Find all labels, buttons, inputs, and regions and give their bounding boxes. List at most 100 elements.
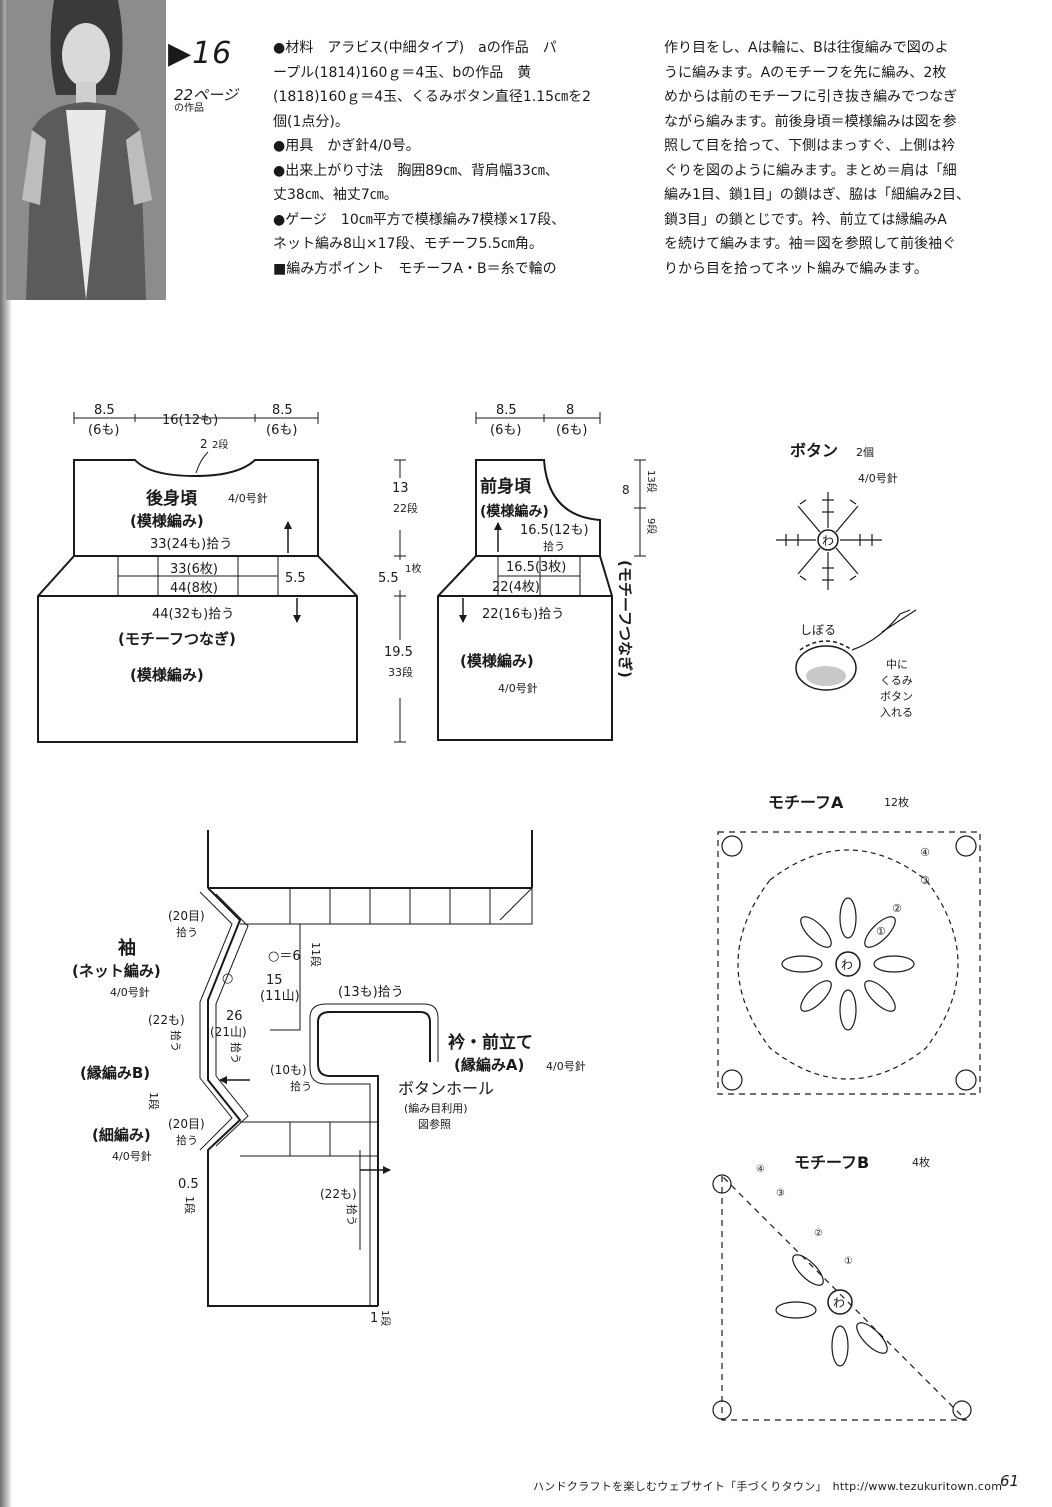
text-line: ●出来上がり寸法 胸囲89㎝、背肩幅33㎝、: [273, 162, 559, 179]
label: ○: [222, 971, 233, 986]
text-line: ●材料 アラビス(中細タイプ) aの作品 パ: [273, 40, 557, 56]
label: モチーフA: [768, 793, 844, 812]
label: 4/0号針: [110, 985, 150, 999]
model-photo-drawing: [6, 0, 166, 300]
label: 12枚: [884, 795, 909, 809]
label: わ: [822, 534, 834, 548]
label: 16(12も): [162, 413, 218, 428]
label: 15: [266, 973, 283, 988]
label: ④: [756, 1164, 765, 1175]
label: 33(6枚): [170, 562, 218, 577]
label: ボタン: [790, 441, 838, 460]
magic-ring-icon: [817, 529, 839, 551]
label: (細編み): [92, 1126, 151, 1144]
label: (編み目利用): [404, 1101, 468, 1115]
label: 後身頃: [146, 488, 198, 509]
label: (模様編み): [130, 512, 204, 530]
label: (モチーフつなぎ): [118, 630, 236, 648]
motif-b-petals: [712, 1174, 972, 1420]
label: 拾う: [229, 1042, 243, 1064]
label: 33(24も)拾う: [150, 537, 232, 552]
label: 中に: [886, 658, 908, 671]
button-diagram: ボタン 2個 4/0号針 わ しぼる 中に くるみ ボタン 入れる: [776, 441, 917, 719]
label: 4枚: [912, 1155, 930, 1169]
motif-a-diagram: モチーフA 12枚 わ ① ② ③ ④: [717, 793, 981, 1095]
text-line: りから目を拾ってネット編みで編みます。: [664, 260, 928, 277]
label: 26: [226, 1009, 243, 1024]
label: 8.5: [272, 403, 293, 418]
label: (13も)拾う: [338, 985, 404, 1000]
text-line: 編み1目、鎖1目」の鎖はぎ、脇は「細編み2目、: [664, 187, 971, 203]
label: 44(8枚): [170, 581, 218, 596]
vertical-dimensions: 13 22段 5.5 1枚 19.5 33段: [376, 459, 421, 743]
label: 4/0号針: [498, 681, 538, 695]
instructions-column-1: ●材料 アラビス(中細タイプ) aの作品 パ ープル(1814)160ｇ＝4玉、…: [273, 36, 641, 281]
label: 衿・前立て: [448, 1032, 533, 1053]
label: (縁編みB): [80, 1064, 150, 1082]
back-body-labels: 8.5 (6も) 16(12も) 8.5 (6も) 2 2段 後身頃 4/0号針…: [88, 403, 306, 684]
label: 4/0号針: [228, 491, 268, 505]
page-reference: 22ページ の作品: [174, 88, 238, 116]
label: しぼる: [800, 623, 836, 637]
label: モチーフB: [794, 1153, 869, 1172]
label: 22段: [393, 501, 418, 515]
page-reference-sub: の作品: [174, 103, 204, 114]
label: 1: [370, 1311, 378, 1326]
label: 4/0号針: [546, 1059, 586, 1073]
label: 1枚: [405, 562, 421, 575]
label: 16.5(3枚): [506, 560, 566, 575]
label: (模様編み): [480, 503, 549, 520]
motif-a-petals: [721, 835, 977, 1091]
text-line: 鎖3目」の鎖とじです。衿、前立ては縁編みA: [664, 211, 947, 228]
label: 8: [622, 483, 630, 497]
label: (11山): [260, 989, 300, 1004]
label: (6も): [490, 423, 521, 438]
label: 9段: [645, 518, 658, 534]
label: くるみ: [880, 674, 913, 687]
label: 拾う: [176, 1133, 198, 1147]
label: 8.5: [94, 403, 115, 418]
label: (6も): [266, 423, 297, 438]
text-line: ながら編みます。前後身頃＝模様編みは図を参: [664, 113, 957, 130]
text-line: めからは前のモチーフに引き抜き編みでつなぎ: [664, 89, 958, 105]
text-line: ープル(1814)160ｇ＝4玉、bの作品 黄: [273, 64, 532, 81]
label: 13段: [645, 470, 658, 493]
label: ③: [776, 1188, 785, 1199]
label: 1段: [183, 1196, 197, 1214]
collar-band-outline: [317, 1011, 431, 1306]
label: ①: [876, 925, 886, 938]
text-line: ネット編み8山×17段、モチーフ5.5㎝角。: [273, 236, 543, 252]
label: (22も): [320, 1187, 357, 1201]
label: (モチーフつなぎ): [616, 560, 634, 678]
text-line: 作り目をし、Aは輪に、Bは往復編みで図のよ: [664, 40, 949, 56]
label: (縁編みA): [454, 1056, 524, 1074]
label: 19.5: [384, 645, 413, 660]
label: 4/0号針: [112, 1149, 152, 1163]
label: (20目): [168, 1117, 205, 1131]
footer-text: ハンドクラフトを楽しむウェブサイト「手づくりタウン」 http://www.te…: [533, 1480, 1003, 1493]
label: 拾う: [176, 925, 198, 939]
label: 22(4枚): [492, 580, 540, 595]
motif-a-border: [717, 831, 981, 1095]
label: 33段: [388, 665, 413, 679]
label: わ: [833, 1296, 845, 1310]
back-body-outline: [37, 459, 358, 743]
label: ○＝6: [268, 949, 301, 964]
label: 拾う: [169, 1030, 183, 1052]
label: (10も): [270, 1063, 307, 1077]
button-stitch-symbols: [776, 492, 882, 590]
label: (20目): [168, 909, 205, 923]
label: 22(16も)拾う: [482, 607, 564, 622]
label: 拾う: [345, 1204, 359, 1226]
text-line: ぐりを図のように編みます。まとめ＝肩は「細: [664, 162, 957, 179]
text-line: ■編み方ポイント モチーフA・B＝糸で輪の: [273, 260, 557, 277]
text-line: 個(1点分)。: [273, 113, 349, 130]
label: 拾う: [543, 539, 565, 553]
front-body-diagram: [437, 412, 646, 741]
label: (21山): [210, 1025, 247, 1039]
label: (模様編み): [460, 652, 534, 670]
magic-ring-icon: [835, 951, 861, 977]
label: 前身頃: [480, 476, 532, 497]
text-line: 丈38㎝、袖丈7㎝。: [273, 187, 398, 203]
sleeve-labels: (20目) 拾う 袖 (ネット編み) 4/0号針 ○＝6 11段 ○ 15 (1…: [72, 909, 323, 1214]
